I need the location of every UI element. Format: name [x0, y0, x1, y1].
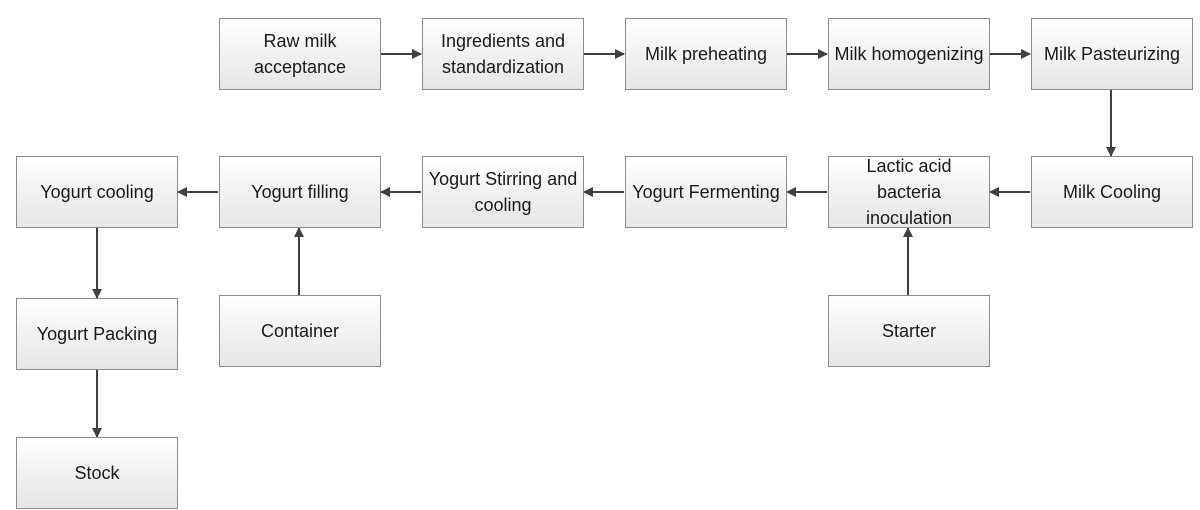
node-ingredients-standardization: Ingredients and standardization: [422, 18, 584, 90]
node-label: Milk preheating: [644, 44, 768, 64]
node-milk-pasteurizing: Milk Pasteurizing: [1031, 18, 1193, 90]
node-label: Stock: [74, 463, 120, 483]
node-label: Yogurt cooling: [40, 182, 154, 202]
node-label: Ingredients and standardization: [440, 31, 566, 77]
node-label: Container: [260, 321, 340, 341]
node-label: Yogurt filling: [251, 182, 349, 202]
node-milk-homogenizing: Milk homogenizing: [828, 18, 990, 90]
node-lactic-acid-inoculation: Lactic acid bacteria inoculation: [828, 156, 990, 228]
node-label: Milk Cooling: [1062, 182, 1162, 202]
node-yogurt-packing: Yogurt Packing: [16, 298, 178, 370]
node-label: Yogurt Fermenting: [632, 182, 780, 202]
node-label: Lactic acid bacteria inoculation: [865, 156, 953, 228]
node-label: Starter: [881, 321, 937, 341]
node-label: Milk homogenizing: [834, 44, 984, 64]
node-raw-milk-acceptance: Raw milk acceptance: [219, 18, 381, 90]
node-yogurt-fermenting: Yogurt Fermenting: [625, 156, 787, 228]
node-yogurt-filling: Yogurt filling: [219, 156, 381, 228]
node-label: Yogurt Packing: [36, 324, 158, 344]
node-label: Milk Pasteurizing: [1043, 44, 1181, 64]
node-yogurt-stirring-cooling: Yogurt Stirring and cooling: [422, 156, 584, 228]
node-milk-cooling: Milk Cooling: [1031, 156, 1193, 228]
node-container: Container: [219, 295, 381, 367]
node-starter: Starter: [828, 295, 990, 367]
node-stock: Stock: [16, 437, 178, 509]
node-yogurt-cooling: Yogurt cooling: [16, 156, 178, 228]
node-milk-preheating: Milk preheating: [625, 18, 787, 90]
node-label: Yogurt Stirring and cooling: [428, 169, 578, 215]
node-label: Raw milk acceptance: [253, 31, 347, 77]
